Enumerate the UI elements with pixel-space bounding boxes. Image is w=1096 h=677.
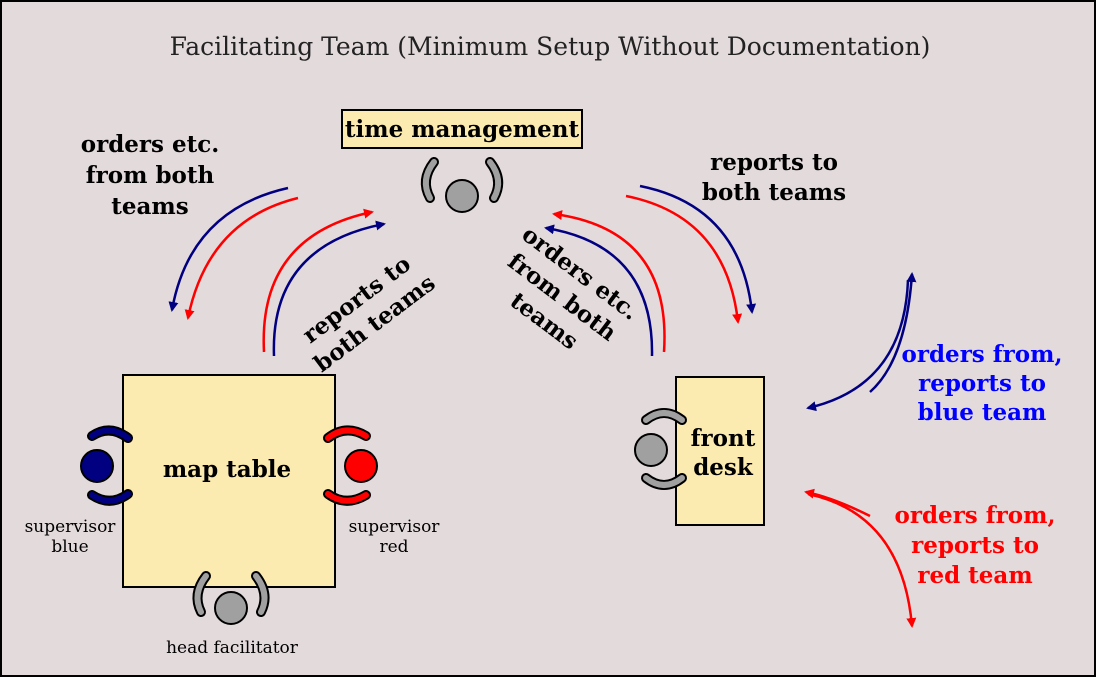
front-desk-label-line1: front (691, 425, 756, 452)
head-facilitator-label: head facilitator (166, 638, 299, 658)
center-orders-arrows (544, 210, 666, 357)
supervisor-red-person-icon (323, 425, 378, 506)
blue-team-double-arrow (806, 272, 917, 412)
supervisor-blue-person-icon (80, 425, 133, 506)
left-reports-arrows (262, 208, 386, 357)
red-team-label-line1: orders from, (895, 502, 1056, 529)
left-orders-label-line1: orders etc. (81, 131, 220, 158)
diagram-title: Facilitating Team (Minimum Setup Without… (170, 32, 931, 61)
blue-team-label-line2: reports to (918, 370, 1046, 397)
left-orders-label-line2: from both (86, 162, 215, 189)
map-table-box: map table (122, 374, 336, 588)
map-table-label: map table (163, 456, 291, 483)
right-reports-label-line2: both teams (702, 179, 846, 206)
supervisor-blue-label-line2: blue (51, 537, 88, 557)
supervisor-blue-label-line1: supervisor (25, 517, 117, 537)
blue-team-label: orders from, reports to blue team (902, 341, 1063, 426)
front-desk-box: front desk (675, 376, 765, 526)
right-reports-label: reports to both teams (702, 149, 846, 206)
time-management-person-icon (420, 157, 504, 213)
left-orders-label-line3: teams (111, 193, 188, 220)
left-orders-label: orders etc. from both teams (81, 131, 220, 220)
supervisor-red-label-line1: supervisor (349, 517, 441, 537)
supervisor-red-label-line2: red (379, 537, 408, 557)
blue-team-label-line1: orders from, (902, 341, 1063, 368)
time-management-box: time management (341, 109, 583, 149)
red-team-label: orders from, reports to red team (895, 502, 1056, 589)
red-team-double-arrow (804, 488, 917, 628)
red-team-label-line2: reports to (911, 532, 1039, 559)
red-team-label-line3: red team (917, 562, 1032, 589)
left-orders-arrows (168, 186, 299, 320)
front-desk-label-line2: desk (693, 454, 754, 481)
front-desk-person-icon (634, 408, 687, 490)
blue-team-label-line3: blue team (918, 399, 1047, 426)
head-facilitator-person-icon (192, 571, 270, 625)
right-reports-arrows (625, 184, 757, 324)
time-management-label: time management (345, 116, 580, 143)
right-reports-label-line1: reports to (710, 149, 838, 176)
